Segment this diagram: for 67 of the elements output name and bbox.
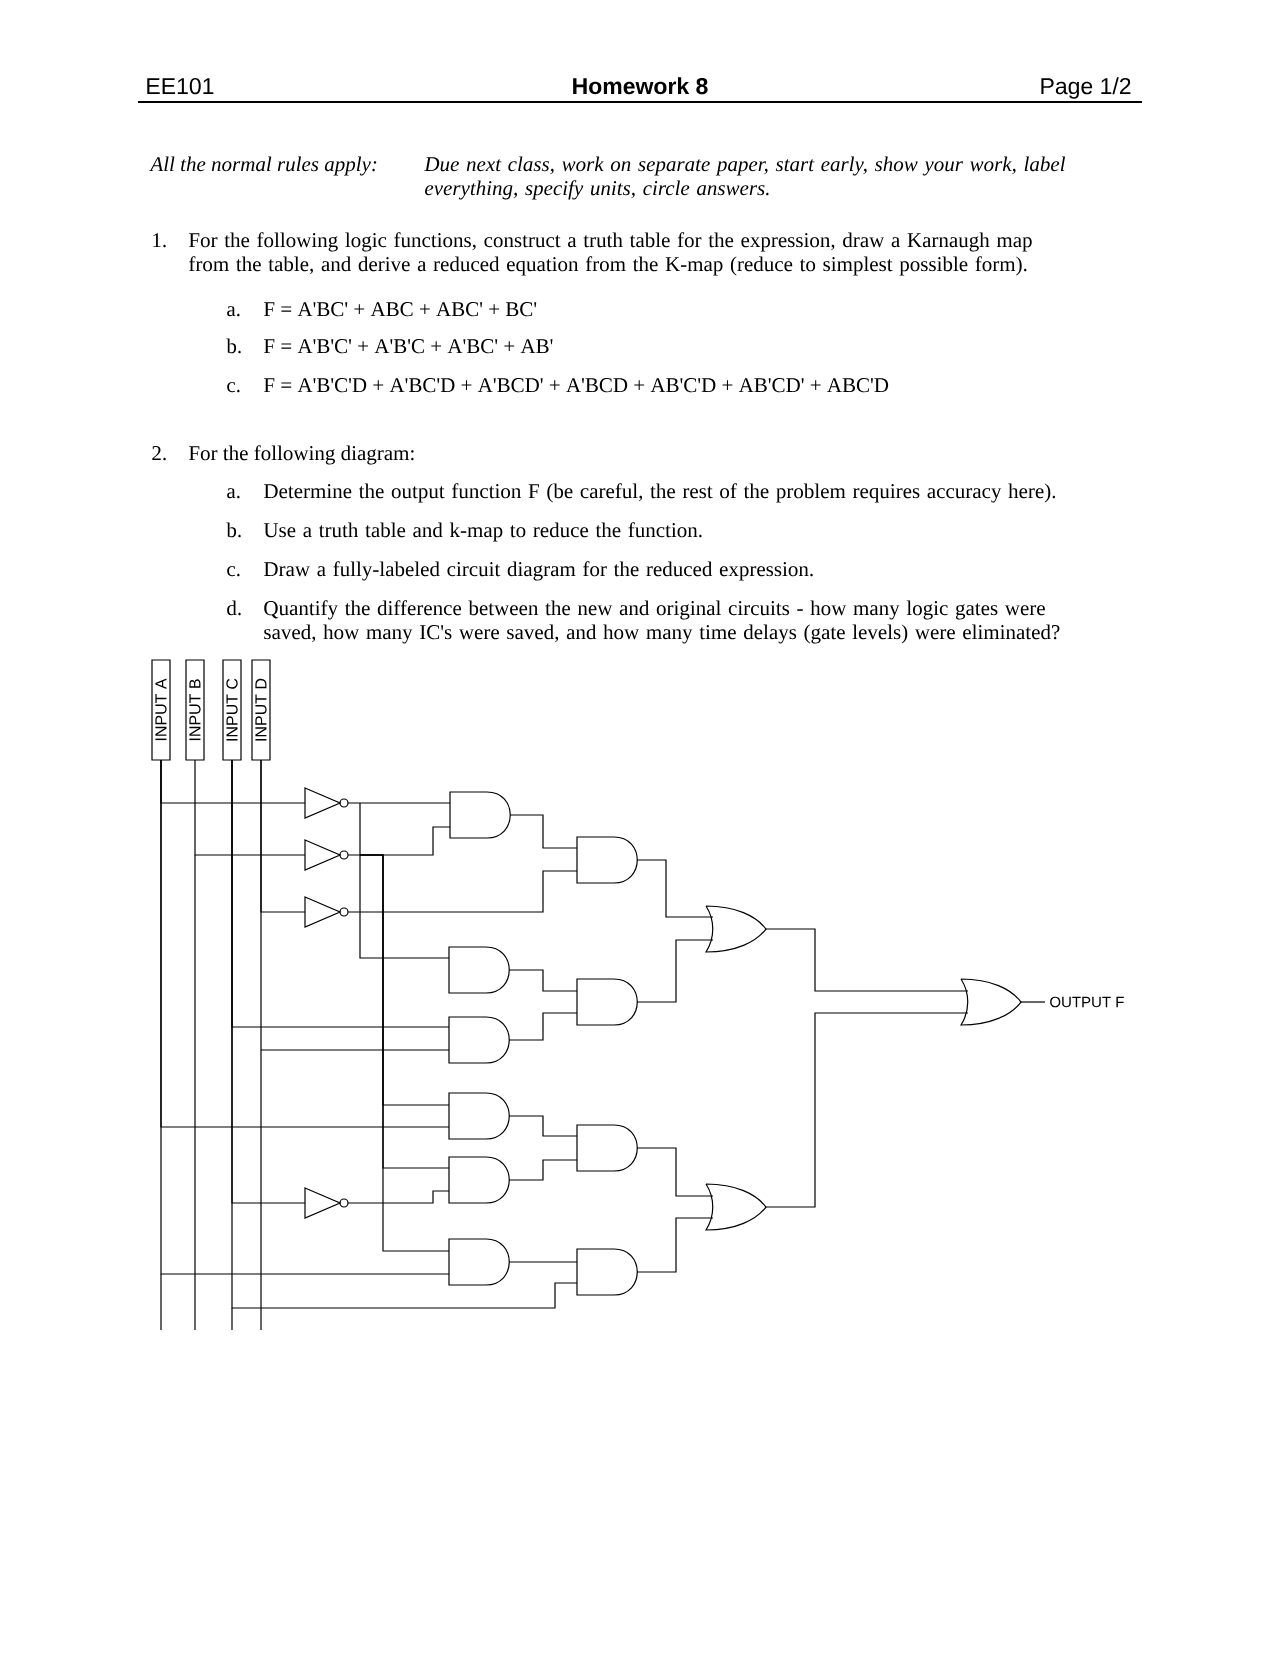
formula-text: F = A'B'C' + A'B'C + A'BC' + AB' <box>264 339 553 354</box>
wire <box>508 1115 578 1137</box>
rules-heading: All the normal rules apply: <box>149 156 377 176</box>
wire <box>260 759 450 1051</box>
or-gate <box>705 1183 767 1231</box>
item-text: Determine the output function F (be careful, the rest of the problem requires accuracy here). <box>264 483 1056 503</box>
wire <box>1020 1001 1046 1003</box>
inverter-symbol <box>304 896 361 928</box>
wire <box>636 859 714 918</box>
wire <box>194 759 306 856</box>
and-gate <box>576 978 638 1026</box>
wire <box>636 1147 714 1197</box>
or-gate <box>960 978 1022 1026</box>
wire <box>508 1159 578 1181</box>
wire <box>160 759 450 1275</box>
page-number: Page 1/2 <box>1041 77 1131 99</box>
and-gate <box>448 1156 510 1204</box>
wire <box>636 1217 714 1273</box>
output-label: OUTPUT F <box>1050 996 1124 1008</box>
inverter-symbol <box>304 839 361 871</box>
or-gate <box>705 905 767 953</box>
wire <box>359 1190 450 1204</box>
page-title: Homework 8 <box>573 77 708 95</box>
course-code: EE101 <box>147 77 214 95</box>
wire <box>359 854 450 1252</box>
and-gate <box>448 946 510 994</box>
wire <box>765 1012 969 1208</box>
item-letter: c. <box>227 382 240 393</box>
inverter-symbol <box>304 787 361 819</box>
question-number: 2. <box>152 446 166 461</box>
question-text: For the following diagram: <box>189 445 414 465</box>
wire <box>359 802 451 804</box>
and-gate <box>576 836 638 884</box>
rules-text: Due next class, work on separate paper, start early, show your work, label everything, specify units, circle answers. <box>424 156 1066 200</box>
input-box: INPUT C <box>222 659 242 761</box>
wire <box>508 969 578 992</box>
item-text: Use a truth table and k-map to reduce the function. <box>263 522 702 542</box>
input-box: INPUT A <box>151 659 171 761</box>
item-letter: a. <box>227 488 240 499</box>
question-text: For the following logic functions, construct a truth table for the expression, draw a Karnaugh map from the table, and derive a reduced equation from the K-map (reduce to simplest possible form). <box>189 232 1032 276</box>
and-gate <box>448 1016 510 1064</box>
wire <box>359 802 450 959</box>
wire <box>359 870 578 913</box>
formula-text: F = A'B'C'D + A'BC'D + A'BCD' + A'BCD + AB'C'D + AB'CD' + ABC'D <box>264 378 889 393</box>
wire <box>508 1012 578 1041</box>
item-letter: d. <box>227 600 241 616</box>
wire <box>765 928 969 992</box>
formula-text: F = A'BC' + ABC + ABC' + BC' <box>264 302 537 317</box>
item-letter: b. <box>226 338 241 354</box>
wire <box>231 759 578 1309</box>
and-gate <box>576 1248 638 1296</box>
and-gate <box>448 1092 510 1140</box>
input-box: INPUT B <box>185 659 205 761</box>
inverter-symbol <box>304 1187 361 1219</box>
wire <box>636 939 714 1003</box>
and-gate <box>449 791 511 839</box>
and-gate <box>448 1238 510 1286</box>
item-text: Draw a fully-labeled circuit diagram for the reduced expression. <box>264 561 813 581</box>
item-letter: c. <box>227 566 240 577</box>
and-gate <box>576 1124 638 1172</box>
wire <box>508 1261 578 1263</box>
item-text: Quantify the difference between the new and original circuits - how many logic gates were saved, how many IC's were saved, and how many time delays (gate levels) were eliminated? <box>264 600 1060 644</box>
question-number: 1. <box>153 233 166 248</box>
input-box: INPUT D <box>251 659 271 761</box>
item-letter: a. <box>227 306 240 317</box>
wire <box>509 814 578 849</box>
item-letter: b. <box>226 522 241 538</box>
